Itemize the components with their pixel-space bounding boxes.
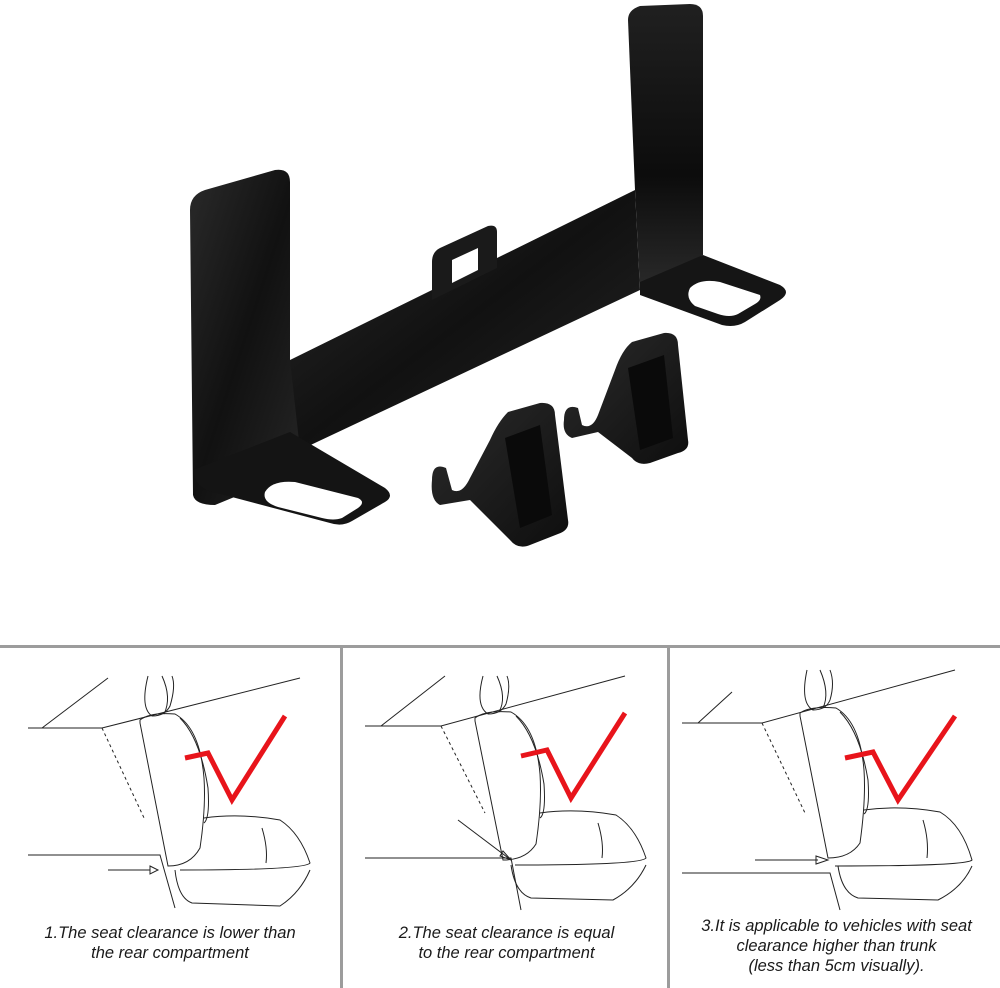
- bracket-illustration: [190, 4, 786, 547]
- caption-line: the rear compartment: [91, 944, 249, 962]
- guide-clip-left: [431, 402, 569, 547]
- installation-guide: 1.The seat clearance is lower than the r…: [0, 645, 1000, 988]
- guide-clip-right: [563, 332, 689, 464]
- caption-line: 2.The seat clearance is equal: [398, 924, 615, 942]
- checkmark-icon: [184, 714, 288, 806]
- checkmark-icon: [844, 714, 958, 805]
- guide-caption-2: 2.The seat clearance is equal to the rea…: [343, 923, 670, 963]
- seat-diagram-equal: [365, 675, 647, 911]
- caption-line: clearance higher than trunk: [736, 937, 937, 955]
- guide-panel-3: 3.It is applicable to vehicles with seat…: [667, 648, 1000, 988]
- guide-caption-1: 1.The seat clearance is lower than the r…: [0, 923, 340, 963]
- metal-bracket: [190, 4, 786, 525]
- checkmark-icon: [520, 711, 628, 804]
- guide-panel-1: 1.The seat clearance is lower than the r…: [0, 648, 340, 988]
- caption-line: 3.It is applicable to vehicles with seat: [701, 917, 972, 935]
- guide-caption-3: 3.It is applicable to vehicles with seat…: [670, 916, 1000, 976]
- guide-panel-2: 2.The seat clearance is equal to the rea…: [340, 648, 670, 988]
- caption-line: to the rear compartment: [418, 944, 595, 962]
- seat-diagram-lower: [28, 675, 311, 909]
- seat-diagram-higher: [682, 669, 973, 911]
- product-photo: [190, 4, 786, 547]
- caption-line: 1.The seat clearance is lower than: [44, 924, 296, 942]
- caption-line: (less than 5cm visually).: [748, 957, 925, 975]
